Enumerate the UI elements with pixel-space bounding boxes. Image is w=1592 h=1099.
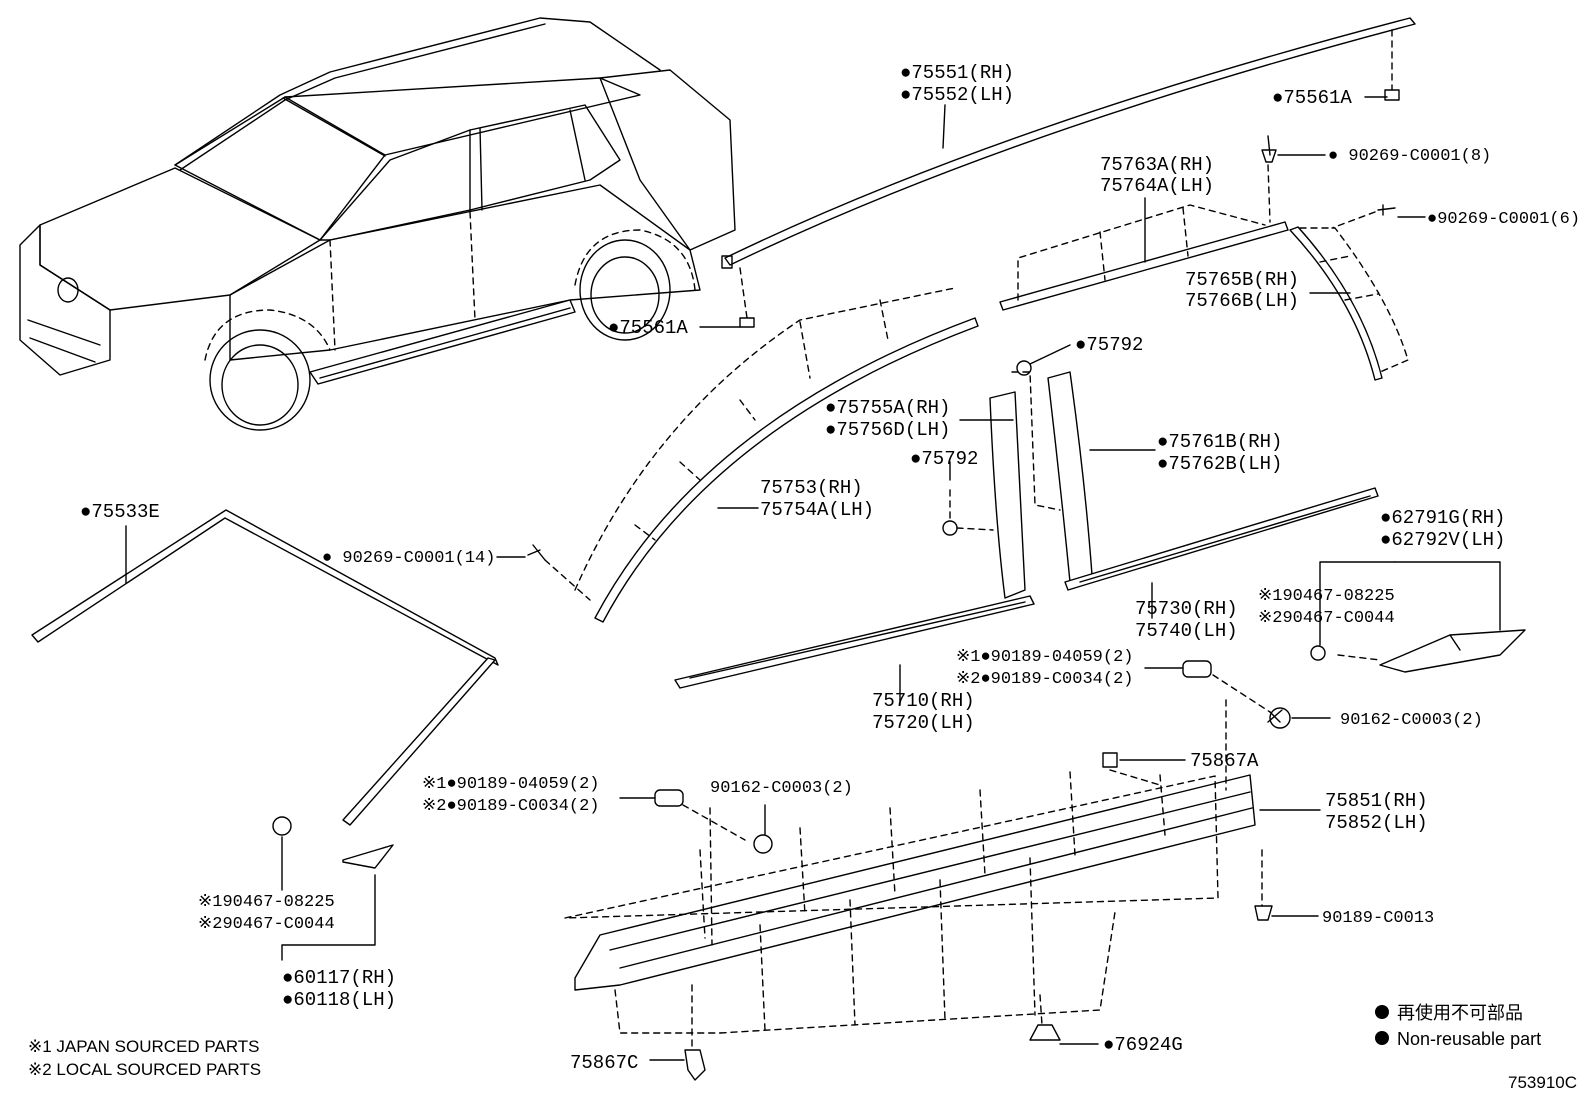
callout-90189-c0013: 90189-C0013: [1322, 909, 1434, 928]
callout-62791g: ●62791G(RH) ●62792V(LH): [1380, 507, 1517, 551]
callout-90269-6: ●90269-C0001(6): [1427, 210, 1580, 229]
callout-75710: 75710(RH) 75720(LH): [872, 690, 986, 734]
callout-60117: ●60117(RH) ●60118(LH): [282, 967, 407, 1011]
callout-75792-mid: ●75792: [910, 448, 978, 470]
legend: 再使用不可部品 Non-reusable part: [1375, 1003, 1541, 1049]
callout-75867a: 75867A: [1190, 750, 1259, 772]
callout-labels: ●75551(RH) ●75552(LH) ●75561A ● 90269-C0…: [80, 62, 1580, 1074]
parts-lines: [31, 17, 1526, 1081]
callout-90189-mid: ※1●90189-04059(2) ※2●90189-C0034(2): [956, 648, 1144, 689]
footnotes: ※1 JAPAN SOURCED PARTS ※2 LOCAL SOURCED …: [28, 1037, 261, 1079]
callout-90467-left: ※190467-08225 ※290467-C0044: [198, 893, 345, 934]
callout-75851: 75851(RH) 75852(LH): [1325, 790, 1439, 834]
callout-90162-right: 90162-C0003(2): [1340, 711, 1483, 730]
callout-75761b: ●75761B(RH) ●75762B(LH): [1157, 431, 1294, 475]
callout-75561a-mid: ●75561A: [608, 317, 688, 339]
callout-90162-left: 90162-C0003(2): [710, 779, 853, 798]
callout-90467-right: ※190467-08225 ※290467-C0044: [1258, 587, 1405, 628]
callout-75763a: 75763A(RH) 75764A(LH): [1100, 154, 1225, 197]
diagram-code: 753910C: [1508, 1073, 1577, 1092]
legend-label-english: Non-reusable part: [1397, 1029, 1541, 1049]
callout-76924g: ●76924G: [1103, 1034, 1183, 1056]
callout-75792-top: ●75792: [1075, 334, 1143, 356]
callout-75551: ●75551(RH) ●75552(LH): [900, 62, 1025, 106]
legend-label-japanese: 再使用不可部品: [1397, 1003, 1523, 1023]
footnote-local-sourced: ※2 LOCAL SOURCED PARTS: [28, 1060, 261, 1079]
callout-90189-left: ※1●90189-04059(2) ※2●90189-C0034(2): [422, 775, 610, 816]
callout-90269-14: ● 90269-C0001(14): [322, 549, 495, 568]
callout-90269-8: ● 90269-C0001(8): [1328, 147, 1491, 166]
callout-75533e: ●75533E: [80, 501, 160, 523]
callout-75753: 75753(RH) 75754A(LH): [760, 477, 874, 521]
legend-bullet-icon: [1375, 1005, 1389, 1019]
callout-75765b: 75765B(RH) 75766B(LH): [1185, 269, 1310, 312]
legend-bullet-icon: [1375, 1031, 1389, 1045]
callout-75730: 75730(RH) 75740(LH): [1135, 598, 1249, 642]
callout-75867c: 75867C: [570, 1052, 638, 1074]
callout-75755a: ●75755A(RH) ●75756D(LH): [825, 397, 962, 441]
callout-75561a-top: ●75561A: [1272, 87, 1352, 109]
footnote-japan-sourced: ※1 JAPAN SOURCED PARTS: [28, 1037, 260, 1056]
vehicle-illustration: [19, 17, 736, 431]
